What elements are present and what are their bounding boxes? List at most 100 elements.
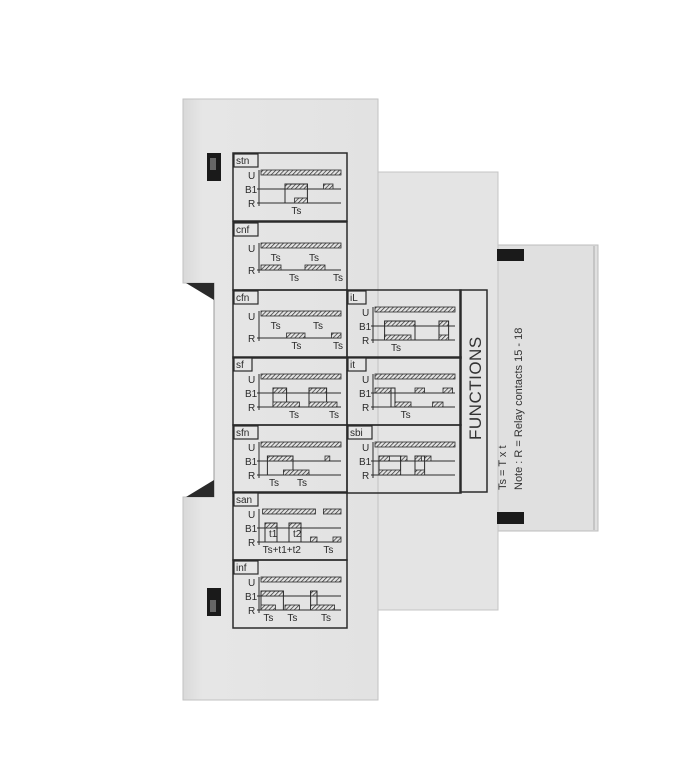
trigger-pulse [288,522,302,542]
panel-label-box [233,492,259,507]
signal-on-bar [304,264,326,271]
signal-on-bar [272,387,288,394]
panel-frame [232,152,348,222]
signal-on-bar [294,197,308,204]
device-housing [182,98,599,701]
annotation-ts: Ts [309,253,319,264]
housing-right-section [489,244,599,532]
panel-label: cnf [236,225,250,236]
row-label-r: R [248,266,255,277]
functions-box: FUNCTIONS [459,289,488,493]
signal-on-bar [260,576,342,583]
row-label-r: R [248,403,255,414]
annotation-ts: Ts [401,410,411,421]
signal-on-bar [308,401,338,408]
annotation-ts: Ts [291,206,301,217]
terminal-slot-top-icon [497,249,524,261]
signal-on-bar [378,469,402,476]
panel-label: it [350,360,355,371]
signal-on-bar [330,332,342,339]
signal-on-bar [414,455,422,462]
trigger-pulse [438,320,450,340]
panel-label-box [233,222,259,237]
signal-on-bar [400,455,408,462]
annotation-ts: Ts [289,273,299,284]
signal-on-bar [282,469,310,476]
signal-on-bar [260,310,342,317]
panel-frame [346,424,462,494]
signal-on-bar [432,401,444,408]
panel-frame [346,289,462,359]
row-label-b1: B1 [245,524,258,535]
annotation-t1: t1 [269,529,278,540]
signal-on-bar [260,590,284,597]
annotation-ts: Ts [333,341,343,352]
relay-contacts-note: Note : R = Relay contacts 15 - 18 [513,328,525,490]
row-label-u: U [362,443,369,454]
signal-on-bar [414,469,426,476]
panel-label-box [347,357,367,372]
panel-label: inf [236,563,247,574]
annotation-ts: Ts [263,613,273,624]
annotation-ts: Ts [313,321,323,332]
annotation-ts: Ts [287,613,297,624]
trigger-pulse [390,387,396,407]
signal-on-bar [374,387,392,394]
annotation-ts: Ts [329,410,339,421]
panel-label-box [233,560,259,575]
annotation-ts: Ts [333,273,343,284]
trigger-pulse [308,387,328,407]
row-label-u: U [248,375,255,386]
annotation-ts: Ts [323,545,333,556]
signal-on-bar [260,604,276,611]
row-label-r: R [248,334,255,345]
row-label-u: U [248,578,255,589]
signal-on-bar [310,536,318,543]
signal-on-bar [424,455,432,462]
signal-on-bar [378,455,390,462]
row-label-u: U [248,244,255,255]
ts-formula-note: Ts = T x t [497,445,509,490]
signal-on-bar [322,508,342,515]
signal-on-bar [264,522,278,529]
row-label-u: U [362,308,369,319]
trigger-pulse [414,455,426,475]
annotation-ts: Ts [291,341,301,352]
signal-on-bar [384,320,416,327]
trigger-pulse [378,455,402,475]
trigger-pulse [264,522,278,542]
signal-on-bar [438,320,450,327]
annotation-ts: Ts [321,613,331,624]
signal-on-bar [374,306,456,313]
row-label-b1: B1 [245,389,258,400]
signal-on-bar [308,387,328,394]
row-label-u: U [248,171,255,182]
signal-on-bar [260,373,342,380]
row-label-r: R [362,403,369,414]
signal-on-bar [310,604,336,611]
housing-middle-section [375,171,499,611]
row-label-b1: B1 [359,457,372,468]
annotation-ts-t1-t2: Ts+t1+t2 [263,545,302,556]
row-label-u: U [248,443,255,454]
signal-on-bar [322,183,334,190]
signal-on-bar [438,334,450,341]
row-label-u: U [362,375,369,386]
panel-label: cfn [236,293,249,304]
signal-on-bar [442,387,454,394]
trigger-pulse [284,183,308,203]
panel-label-box [233,153,259,168]
signal-on-bar [266,455,294,462]
annotation-ts: Ts [297,478,307,489]
row-label-u: U [248,312,255,323]
row-label-b1: B1 [359,322,372,333]
signal-on-bar [260,169,342,176]
trigger-pulse [272,387,288,407]
annotation-ts: Ts [271,321,281,332]
